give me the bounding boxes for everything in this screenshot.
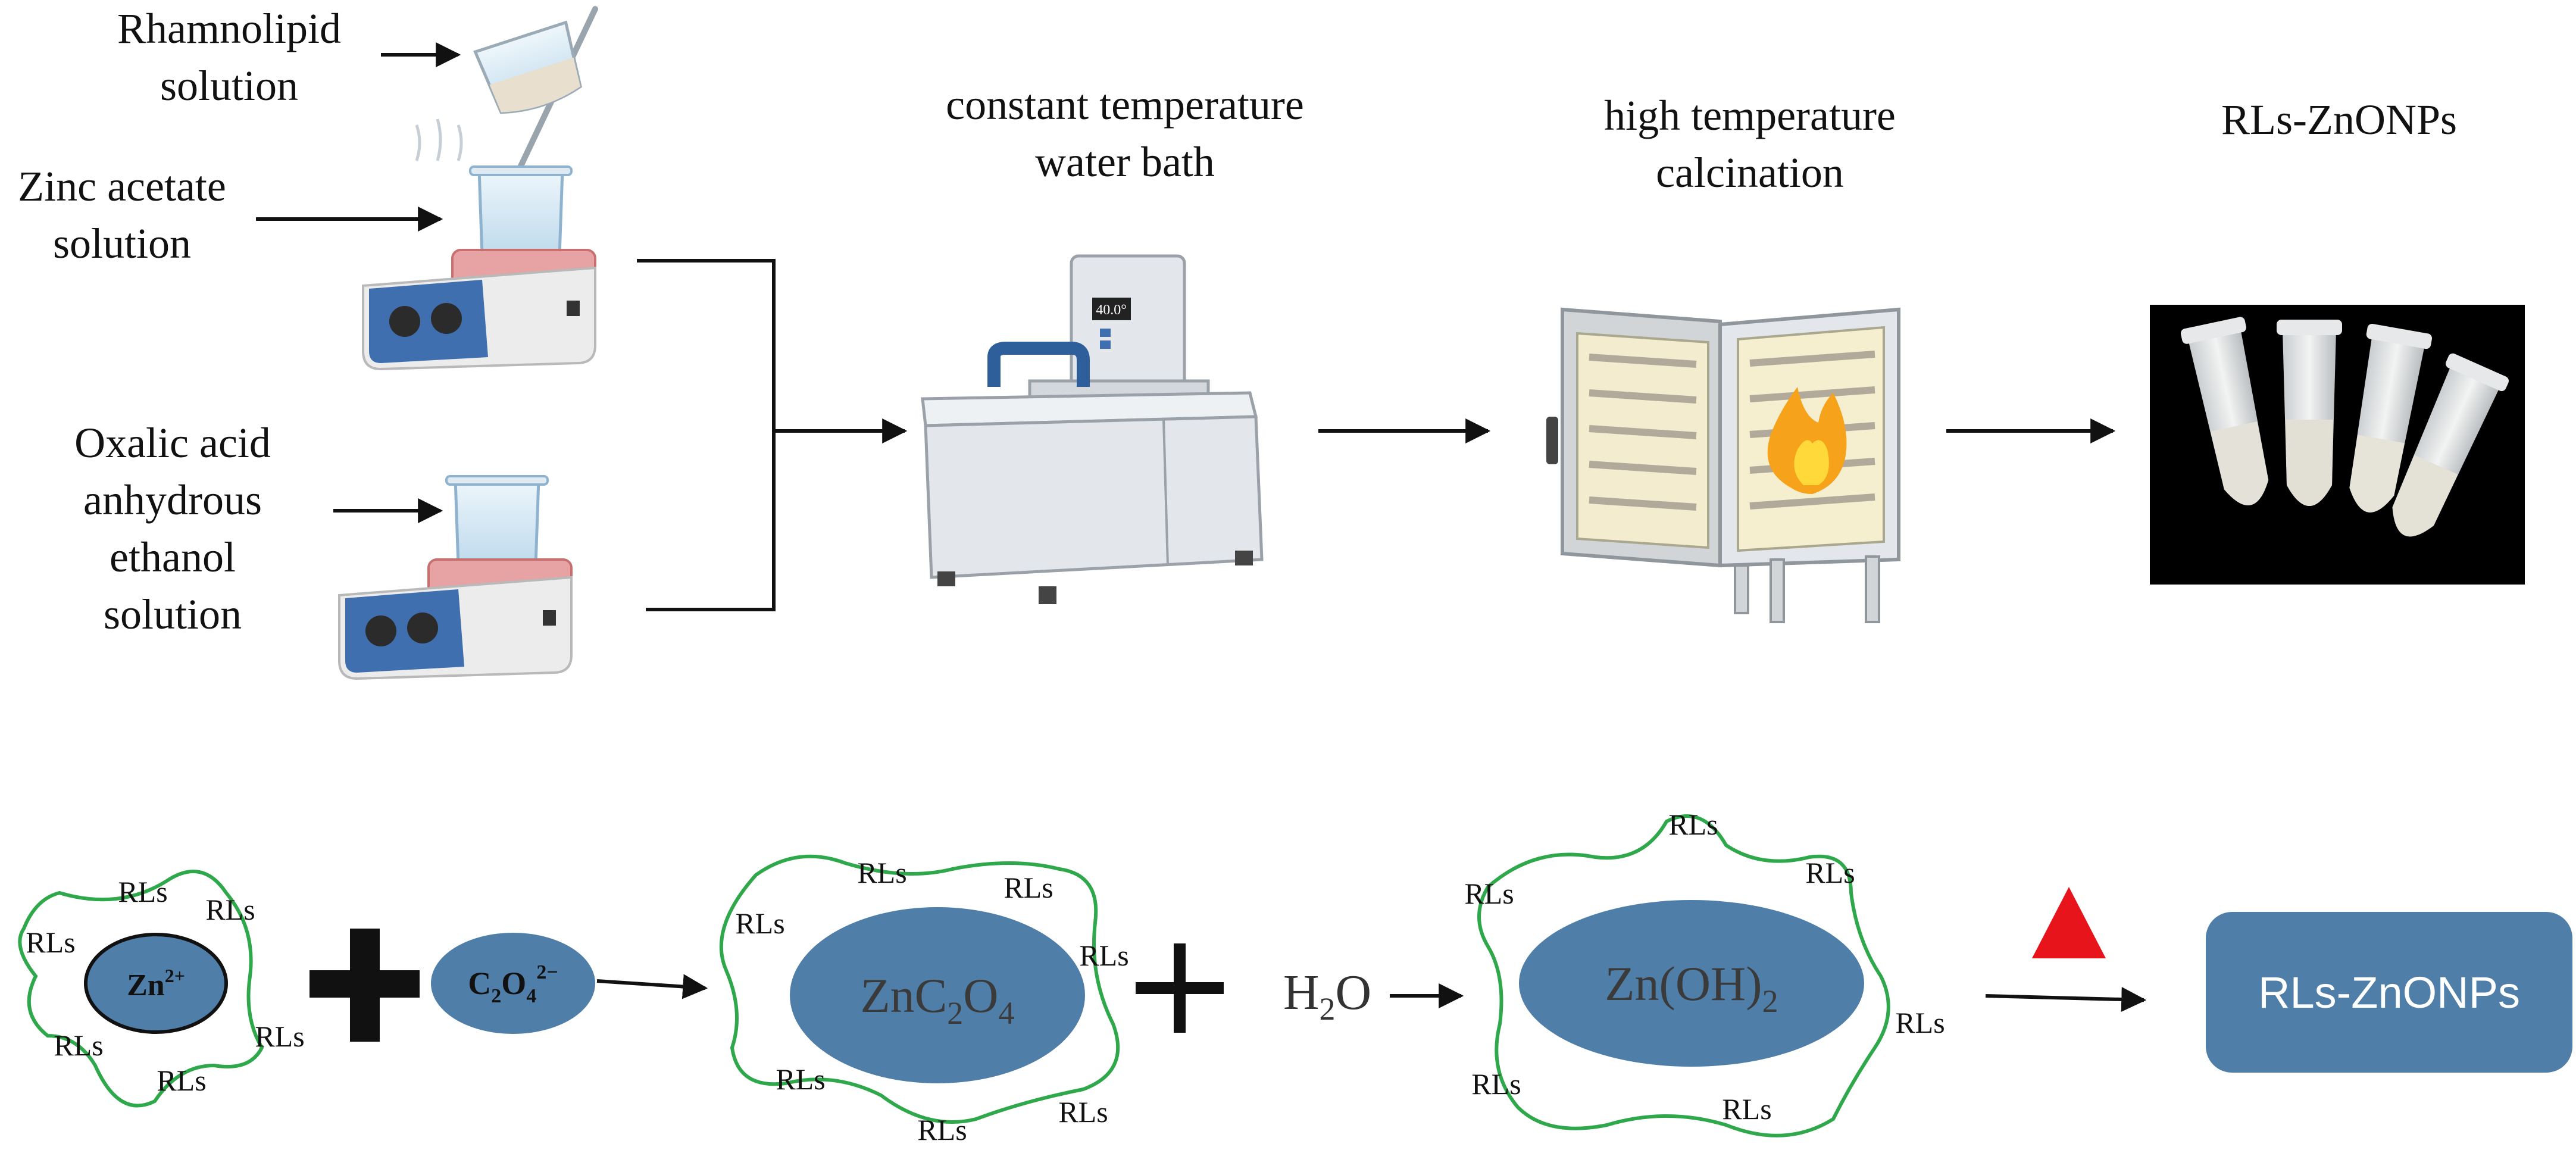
rls-shell [18,870,264,1108]
rls-label: RLs [157,1064,206,1097]
water-label: H2O [1283,965,1371,1027]
arrow-oxalate-to-zinc-oxalate [596,974,708,999]
zinc-hydroxide-label: Zn(OH)2 [1605,957,1778,1019]
beaker-pour-icon [473,6,598,182]
rls-label: RLs [1722,1092,1771,1126]
rls-label: RLs [1805,856,1855,889]
rls-label: RLs [1668,808,1718,841]
product-box: RLs-ZnONPs [2206,912,2572,1073]
oxalate-ion [431,933,595,1034]
rls-label: RLs [54,1029,103,1062]
rls-label: RLs [1464,877,1514,910]
muffle-furnace-icon [1546,307,1900,623]
label-product: RLs-ZnONPs [2221,96,2458,143]
water-bath-icon: 40.0° [921,254,1264,604]
rls-label: RLs [857,856,906,889]
bath-readout: 40.0° [1096,302,1127,318]
merge-bracket [637,259,776,611]
zn-ion-label: Zn2+ [127,965,185,1002]
arrow-to-product-box [1985,987,2147,1012]
plus-sign [310,929,420,1042]
rls-shell [1477,814,1890,1138]
rls-labels: RLs RLs RLs RLs RLs RLs RLs RLs RLs RLs … [26,808,1944,1146]
rls-label: RLs [1471,1067,1521,1101]
flame-icon [1767,387,1847,494]
rls-label: RLs [26,926,75,959]
zinc-hydroxide [1519,900,1864,1067]
rls-label: RLs [205,893,255,926]
flow-arrows [256,42,2116,611]
tube-photo [2150,305,2525,585]
plus-sign [1136,943,1224,1033]
hotplate-icon [338,475,573,680]
rls-label: RLs [1003,871,1053,904]
rls-label: RLs [1895,1006,1944,1039]
rls-label: RLs [255,1020,304,1053]
rls-label: RLs [735,907,784,940]
rls-shell [719,854,1120,1124]
rls-label: RLs [1079,939,1128,972]
zinc-oxalate-label: ZnC2O4 [860,968,1014,1031]
product-box-label: RLs-ZnONPs [2258,967,2520,1017]
rls-label: RLs [917,1113,967,1146]
zn-ion [84,933,228,1034]
rls-label: RLs [1058,1095,1108,1129]
oxalate-ion-label: C2O42− [468,961,558,1007]
heat-symbol [2032,887,2106,958]
rls-label: RLs [118,875,167,908]
rls-label: RLs [776,1062,825,1096]
zinc-oxalate [790,907,1085,1083]
hotplate-icon [362,118,596,371]
